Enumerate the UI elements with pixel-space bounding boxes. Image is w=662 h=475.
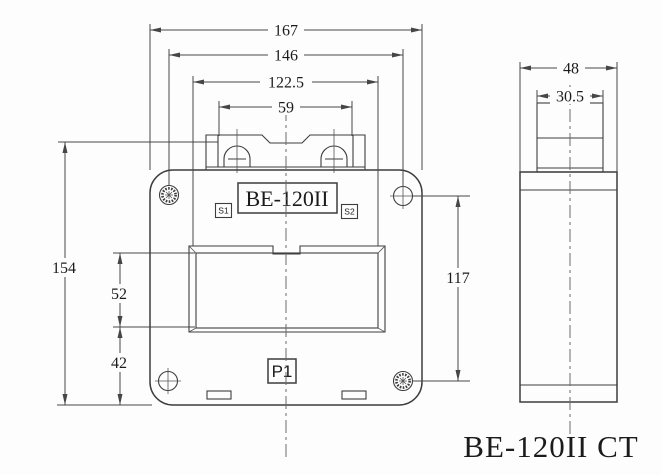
side-body-outline [519,171,618,403]
s2-label: S2 [344,207,355,217]
screw-cross-icon [155,368,181,394]
drawing-caption: BE-120II CT [463,429,638,464]
mounting-screw-bottom-right [392,370,414,392]
bottom-slot-right [341,390,367,400]
dimension-value: 30.5 [556,89,584,106]
extension-lines [113,252,195,328]
dimension-hole-spacing-height: 117 [412,195,476,382]
dimension-value: 117 [446,270,469,287]
screw-star-icon [399,377,407,385]
dimension-window-height: 52 [106,252,195,328]
dimension-value: 146 [274,48,298,65]
extension-lines [192,76,379,246]
extension-lines [412,195,470,382]
bottom-slot-left [206,390,232,400]
dimension-value: 167 [274,23,298,40]
side-view [519,85,618,455]
model-nameplate-box [237,182,338,214]
dimension-value: 122.5 [268,75,304,92]
screw-cross-icon [390,183,416,209]
dimension-overall-depth: 48 [519,59,618,172]
screw-knurl-ring [395,373,411,389]
dimension-terminal-block-depth: 30.5 [536,87,604,106]
dimension-terminal-block-width: 59 [218,98,353,136]
extension-lines [149,24,423,170]
p1-label-box [267,358,297,384]
dimension-overall-width: 167 [149,21,423,170]
mounting-screw-top-left [158,184,180,206]
dimension-hole-spacing-width: 146 [168,46,404,186]
screw-knurl-ring [161,187,177,203]
s1-label: S1 [218,206,229,216]
dimension-value: 48 [563,61,579,78]
extension-lines [57,141,218,406]
model-nameplate-label: BE-120II [245,186,328,211]
front-dimensions: 167 146 122.5 59 154 [46,21,476,406]
window-corner-chamfers [188,245,386,333]
mounting-screw-bottom-left [155,368,181,394]
dimension-upper-width: 122.5 [192,73,379,246]
dimension-overall-height: 154 [46,141,218,406]
window-outer-outline [188,245,386,333]
screw-outer-circle [158,184,180,206]
front-view: BE-120II S1 S2 P1 [149,108,423,460]
window-inner-outline [195,252,379,329]
dimension-value: 42 [111,355,127,372]
extension-lines [519,62,618,172]
dimension-value: 154 [52,260,76,277]
screw-star-icon [165,191,173,199]
dimension-value: 52 [111,286,127,303]
extension-lines [168,49,404,186]
dimension-value: 59 [278,100,294,117]
side-dimensions: 48 30.5 [519,59,618,172]
s1-label-box [214,202,233,219]
p1-label: P1 [272,362,293,381]
dimension-lower-section-height: 42 [106,327,134,405]
ct-window-opening [188,245,386,333]
s2-label-box [340,203,359,220]
side-body-seam-lines [520,189,617,386]
